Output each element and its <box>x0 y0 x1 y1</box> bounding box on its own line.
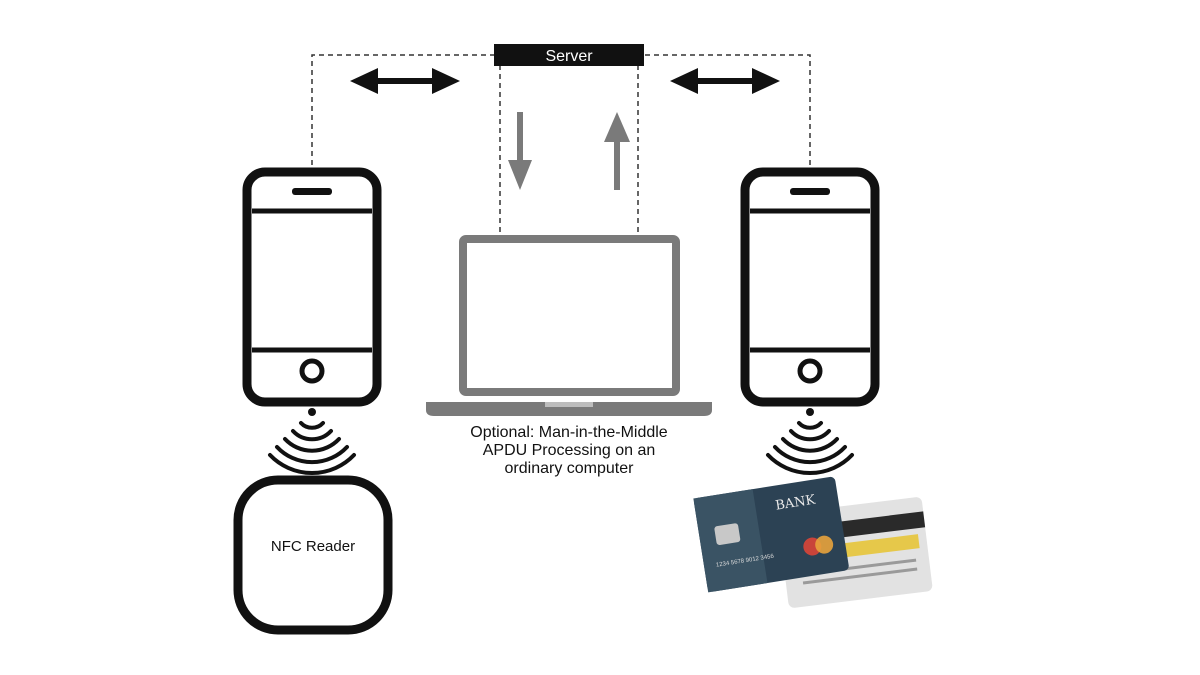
nfc-waves-icon-right <box>766 408 854 475</box>
down-arrow <box>508 112 532 190</box>
mastercard-logo-icon <box>803 535 834 556</box>
caption-line-2: APDU Processing on an <box>483 442 656 459</box>
caption-line-1: Optional: Man-in-the-Middle <box>470 424 668 441</box>
right-phone-server-link <box>643 54 811 165</box>
front-card: BANK 1234 5678 9012 3456 <box>693 476 849 593</box>
phone-speaker-icon <box>292 188 332 195</box>
nfc-reader-label: NFC Reader <box>271 538 355 555</box>
connection-lines <box>311 54 811 236</box>
home-button-icon <box>299 358 325 384</box>
server-node: Server <box>494 44 644 66</box>
left-phone-server-link <box>311 54 495 165</box>
right-phone <box>740 167 880 407</box>
double-arrow-right <box>670 68 780 94</box>
bank-label: BANK <box>774 493 816 514</box>
nfc-reader: NFC Reader <box>233 475 393 635</box>
server-label: Server <box>545 48 593 65</box>
bank-cards: BANK 1234 5678 9012 3456 <box>693 476 933 608</box>
phone-speaker-icon <box>790 188 830 195</box>
laptop <box>426 235 712 416</box>
caption-line-3: ordinary computer <box>505 460 635 477</box>
trackpad-notch <box>545 402 593 407</box>
nfc-waves-icon-left <box>268 408 356 475</box>
up-arrow <box>604 112 630 190</box>
laptop-caption: Optional: Man-in-the-Middle APDU Process… <box>470 424 668 477</box>
left-phone <box>242 167 382 407</box>
home-button-icon <box>797 358 823 384</box>
double-arrow-left <box>350 68 460 94</box>
card-chip-icon <box>714 523 741 545</box>
